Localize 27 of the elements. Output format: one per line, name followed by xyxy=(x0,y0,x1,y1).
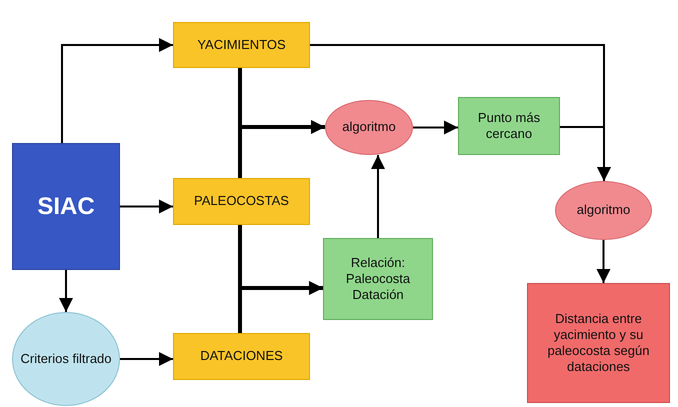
arrow xyxy=(238,281,323,333)
node-label: DATACIONES xyxy=(199,348,284,365)
arrow xyxy=(371,155,385,238)
data-box xyxy=(173,22,310,68)
node-label: PALEOCOSTAS xyxy=(193,193,290,210)
node-label: Distancia entre yacimiento y su paleocosta según dataciones xyxy=(546,310,650,376)
node-label: algoritmo xyxy=(576,202,632,219)
node-label: SIAC xyxy=(36,192,96,222)
result-box xyxy=(527,283,670,403)
process-box xyxy=(323,238,433,320)
node-label: YACIMIENTOS xyxy=(196,36,287,54)
arrow xyxy=(238,120,325,178)
arrow xyxy=(560,126,611,181)
node-label: algoritmo xyxy=(341,119,397,136)
process-box xyxy=(458,97,560,155)
arrow xyxy=(596,240,610,283)
node-label: Criterios filtrado xyxy=(19,350,113,368)
data-box xyxy=(173,178,310,225)
source-box xyxy=(12,143,120,270)
node-label: Punto más cercano xyxy=(476,110,542,142)
node-label: Relación: Paleocosta Datación xyxy=(344,254,412,304)
arrow xyxy=(120,200,173,214)
arrow xyxy=(413,120,458,134)
arrow xyxy=(59,270,73,312)
data-box xyxy=(173,333,310,380)
arrow xyxy=(120,352,173,366)
arrow xyxy=(61,38,173,143)
